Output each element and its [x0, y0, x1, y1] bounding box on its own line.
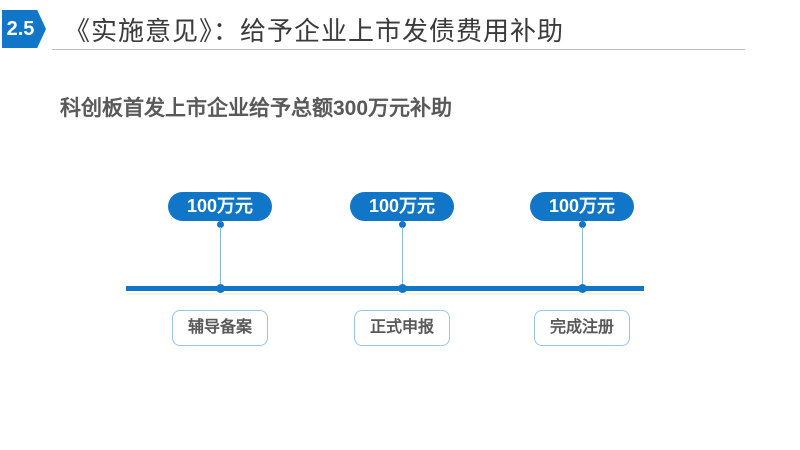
subsidy-amount-pill: 100万元 [168, 192, 272, 221]
connector-line [582, 227, 583, 286]
axis-node-icon [215, 284, 225, 293]
axis-node-icon [397, 284, 407, 293]
slide-subtitle: 科创板首发上市企业给予总额300万元补助 [60, 97, 453, 120]
subsidy-amount-pill: 100万元 [530, 192, 634, 221]
section-number-badge: 2.5 [2, 10, 46, 48]
title-divider [52, 49, 745, 50]
subsidy-amount-pill: 100万元 [350, 192, 454, 221]
stage-label-box: 完成注册 [534, 310, 630, 346]
connector-line [402, 227, 403, 286]
timeline-axis-shadow [126, 293, 644, 295]
connector-dot-icon [398, 221, 406, 228]
timeline-stage: 100万元 正式申报 [337, 192, 467, 346]
timeline-stage: 100万元 完成注册 [517, 192, 647, 346]
connector-line [220, 227, 221, 286]
connector-dot-icon [216, 221, 224, 228]
stage-label-box: 正式申报 [354, 310, 450, 346]
slide-title: 《实施意见》：给予企业上市发债费用补助 [64, 17, 565, 46]
stage-label-box: 辅导备案 [172, 310, 268, 346]
timeline-stage: 100万元 辅导备案 [155, 192, 285, 346]
timeline-axis [126, 286, 644, 291]
axis-node-icon [577, 284, 587, 293]
connector-dot-icon [578, 221, 586, 228]
